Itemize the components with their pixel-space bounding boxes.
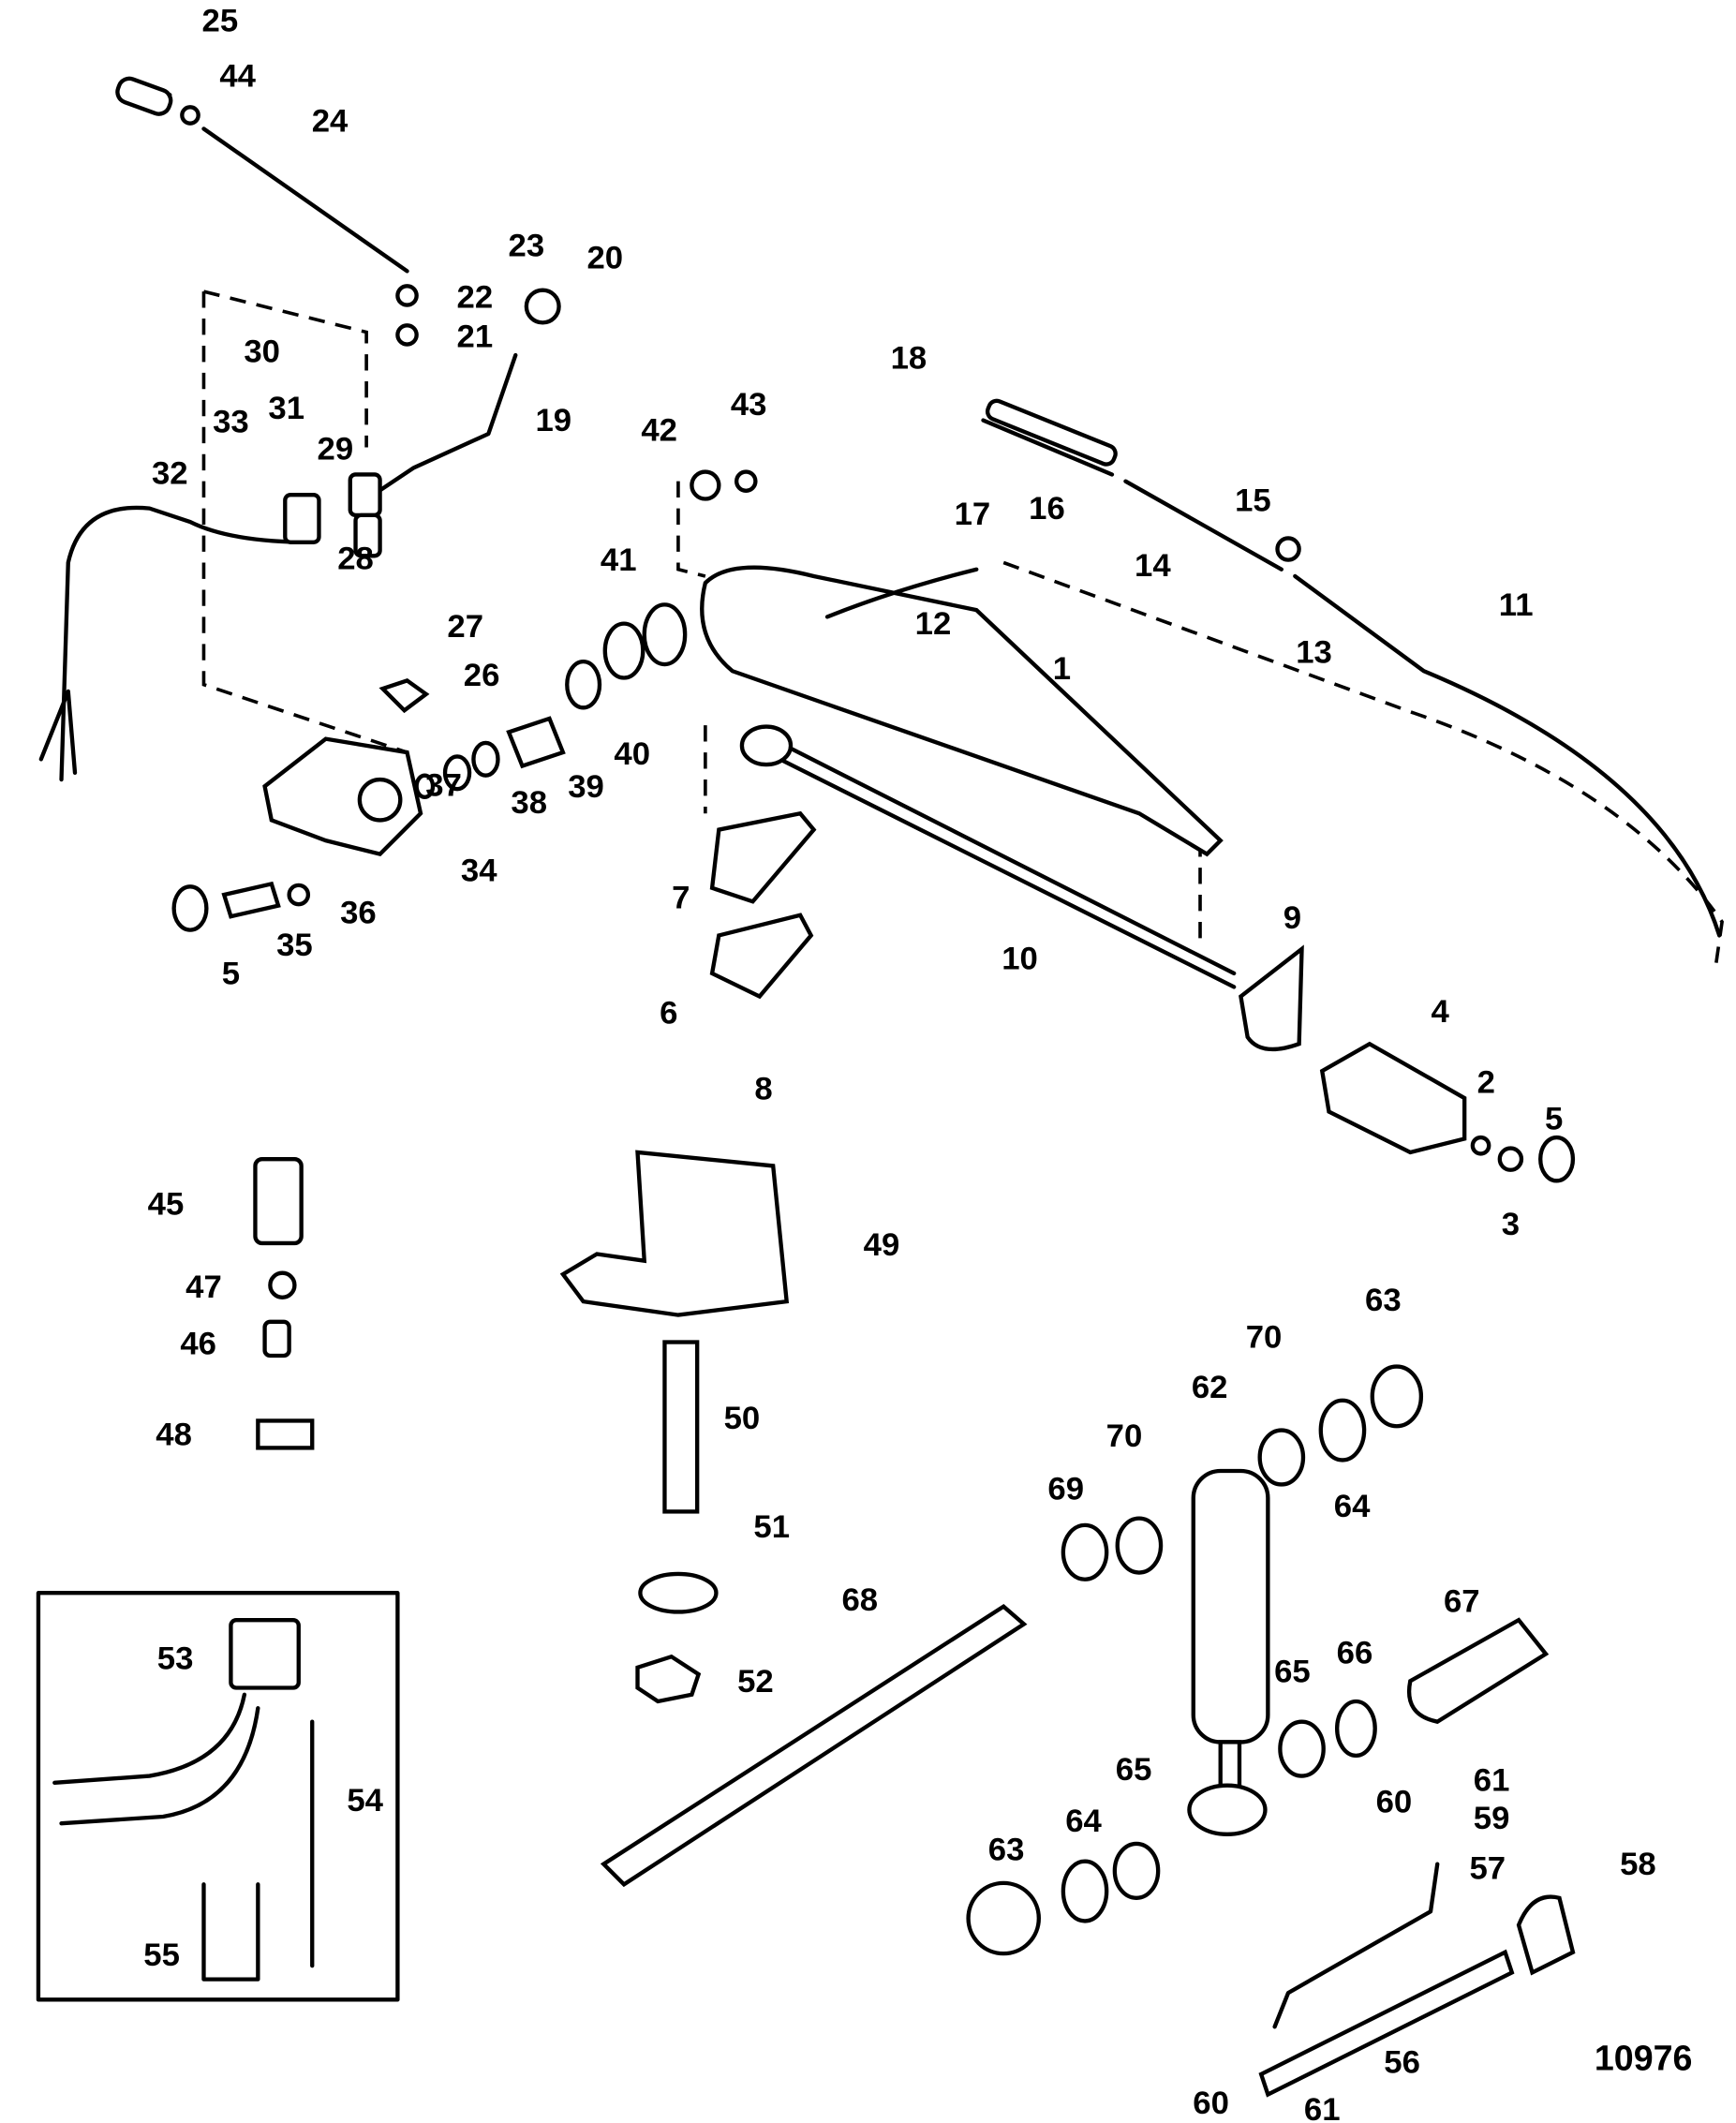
callout-65: 65 — [1116, 1752, 1152, 1788]
callout-62: 62 — [1192, 1370, 1228, 1405]
callout-39: 39 — [568, 769, 604, 805]
callout-26: 26 — [464, 658, 500, 693]
callout-13: 13 — [1296, 635, 1332, 671]
callout-35: 35 — [276, 928, 313, 963]
callout-51: 51 — [753, 1509, 790, 1545]
callout-53: 53 — [157, 1640, 194, 1676]
callout-59: 59 — [1474, 1801, 1510, 1836]
callout-12: 12 — [915, 606, 952, 642]
part-drawings — [36, 76, 1725, 2098]
callout-19: 19 — [535, 403, 571, 438]
callout-4: 4 — [1431, 994, 1449, 1030]
callout-14: 14 — [1135, 548, 1171, 584]
callout-61: 61 — [1474, 1762, 1510, 1798]
callout-11: 11 — [1499, 587, 1534, 623]
callout-25: 25 — [202, 3, 239, 38]
callout-5: 5 — [222, 957, 240, 992]
callout-69: 69 — [1047, 1471, 1084, 1507]
callout-28: 28 — [337, 542, 374, 577]
part-rod — [126, 93, 409, 274]
callout-50: 50 — [724, 1401, 761, 1436]
callout-36: 36 — [340, 895, 377, 930]
callout-64: 64 — [1334, 1489, 1371, 1524]
callout-16: 16 — [1029, 491, 1065, 527]
callout-22: 22 — [457, 279, 494, 315]
callout-15: 15 — [1235, 483, 1271, 519]
callout-65: 65 — [1274, 1655, 1311, 1690]
callout-10: 10 — [1002, 942, 1038, 977]
callout-44: 44 — [219, 59, 256, 95]
callout-45: 45 — [148, 1187, 185, 1223]
callout-66: 66 — [1337, 1635, 1373, 1670]
callout-24: 24 — [312, 103, 349, 139]
callout-61: 61 — [1304, 2092, 1341, 2123]
callout-56: 56 — [1384, 2044, 1420, 2080]
callout-37: 37 — [425, 767, 462, 803]
callout-41: 41 — [601, 542, 637, 578]
callout-8: 8 — [754, 1072, 772, 1107]
callout-40: 40 — [614, 736, 650, 772]
callout-63: 63 — [1365, 1283, 1402, 1318]
callout-68: 68 — [842, 1582, 879, 1618]
callout-47: 47 — [185, 1269, 222, 1305]
callout-5: 5 — [1545, 1101, 1563, 1136]
callout-48: 48 — [156, 1418, 192, 1453]
callout-32: 32 — [152, 456, 188, 492]
callout-38: 38 — [511, 785, 547, 821]
callout-21: 21 — [457, 319, 494, 354]
callout-30: 30 — [244, 334, 280, 369]
callout-55: 55 — [143, 1937, 180, 1973]
callout-52: 52 — [737, 1664, 774, 1700]
callout-2: 2 — [1477, 1064, 1495, 1100]
callout-27: 27 — [447, 609, 483, 645]
callout-42: 42 — [641, 412, 677, 448]
callout-63: 63 — [988, 1832, 1025, 1867]
callout-23: 23 — [509, 228, 545, 263]
callout-34: 34 — [461, 854, 497, 889]
callout-54: 54 — [347, 1783, 383, 1819]
callout-64: 64 — [1065, 1804, 1102, 1839]
callout-58: 58 — [1620, 1847, 1656, 1882]
callout-3: 3 — [1502, 1207, 1520, 1242]
callout-33: 33 — [213, 405, 249, 440]
callout-70: 70 — [1106, 1418, 1143, 1454]
callout-67: 67 — [1444, 1583, 1480, 1619]
callout-7: 7 — [672, 880, 690, 915]
callout-17: 17 — [955, 497, 991, 532]
callout-6: 6 — [660, 995, 677, 1031]
callout-20: 20 — [586, 241, 623, 276]
inset-frame — [36, 1591, 400, 2002]
callout-70: 70 — [1246, 1319, 1283, 1355]
callout-9: 9 — [1283, 900, 1301, 936]
callout-60: 60 — [1376, 1785, 1413, 1820]
callout-49: 49 — [864, 1227, 900, 1263]
callout-43: 43 — [731, 387, 767, 423]
reference-number: 10976 — [1595, 2039, 1693, 2078]
callout-46: 46 — [180, 1327, 216, 1362]
callout-57: 57 — [1469, 1851, 1506, 1887]
callout-29: 29 — [318, 432, 354, 468]
callout-31: 31 — [268, 391, 304, 426]
callout-1: 1 — [1053, 651, 1071, 687]
callout-60: 60 — [1193, 2086, 1229, 2121]
callout-18: 18 — [891, 341, 927, 377]
